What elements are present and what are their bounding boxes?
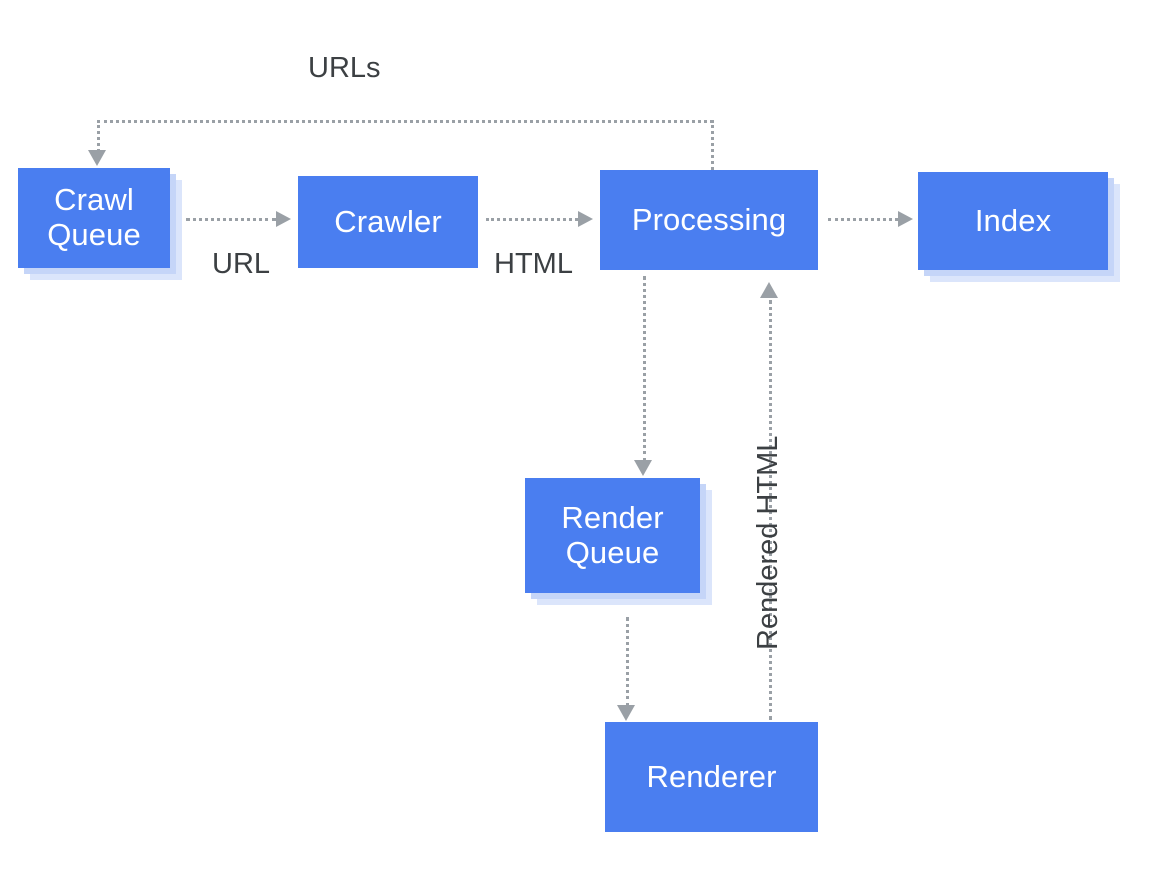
edge-label-urls: URLs bbox=[308, 52, 381, 84]
node-render-queue-label: Render Queue bbox=[561, 499, 664, 570]
node-crawler-label: Crawler bbox=[334, 203, 442, 239]
edge-processing-to-crawlqueue-riser bbox=[711, 120, 714, 170]
arrowhead-into-crawler bbox=[276, 211, 291, 227]
node-crawler[interactable]: Crawler bbox=[298, 176, 478, 268]
node-processing-face: Processing bbox=[600, 170, 818, 270]
edge-label-url: URL bbox=[212, 248, 271, 280]
edge-renderqueue-to-renderer bbox=[626, 617, 629, 707]
node-crawl-queue-label: Crawl Queue bbox=[47, 182, 141, 252]
node-renderer[interactable]: Renderer bbox=[605, 722, 818, 832]
edge-processing-to-index bbox=[828, 218, 898, 221]
node-crawl-queue[interactable]: Crawl Queue bbox=[18, 168, 182, 280]
node-processing-label: Processing bbox=[631, 201, 787, 237]
edge-processing-to-crawlqueue-span bbox=[97, 120, 713, 123]
edge-processing-to-crawlqueue-drop bbox=[97, 120, 100, 152]
node-renderer-face: Renderer bbox=[605, 722, 818, 832]
edge-label-rendered-html: Rendered HTML bbox=[752, 435, 784, 650]
edge-crawler-to-processing bbox=[486, 218, 578, 221]
node-index-label: Index bbox=[974, 202, 1052, 238]
edge-processing-to-renderqueue bbox=[643, 276, 646, 462]
node-render-queue-face: Render Queue bbox=[525, 478, 700, 593]
node-index[interactable]: Index bbox=[918, 172, 1120, 282]
node-render-queue[interactable]: Render Queue bbox=[525, 478, 712, 605]
arrowhead-into-index bbox=[898, 211, 913, 227]
arrowhead-into-crawl-queue bbox=[88, 150, 106, 166]
edge-crawlqueue-to-crawler bbox=[186, 218, 276, 221]
node-crawl-queue-face: Crawl Queue bbox=[18, 168, 170, 268]
node-processing[interactable]: Processing bbox=[600, 170, 818, 270]
arrowhead-into-processing-horizontal bbox=[578, 211, 593, 227]
arrowhead-into-processing-vertical bbox=[760, 282, 778, 298]
node-index-face: Index bbox=[918, 172, 1108, 270]
node-crawler-face: Crawler bbox=[298, 176, 478, 268]
edge-renderer-to-processing bbox=[769, 300, 772, 720]
arrowhead-into-render-queue bbox=[634, 460, 652, 476]
edge-label-html: HTML bbox=[494, 248, 573, 280]
node-renderer-label: Renderer bbox=[646, 758, 777, 794]
arrowhead-into-renderer bbox=[617, 705, 635, 721]
